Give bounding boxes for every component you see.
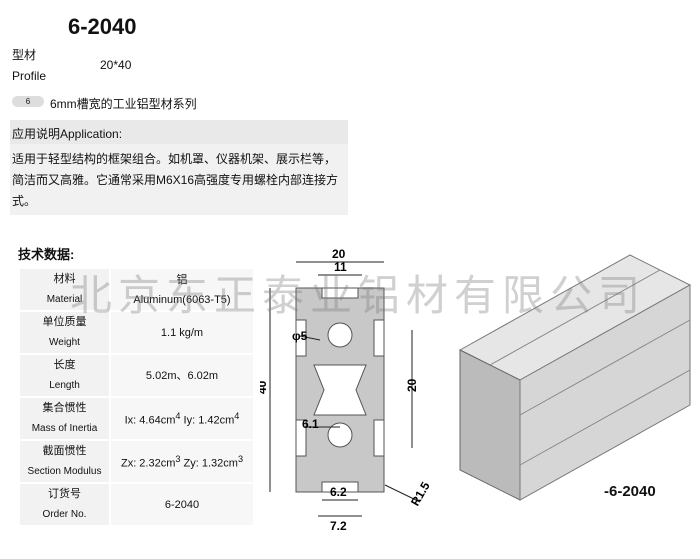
label-cn: 长度 bbox=[53, 359, 76, 371]
row-label: 长度 Length bbox=[20, 355, 109, 396]
row-value-cell: 铝 Aluminum(6063-T5) bbox=[111, 269, 253, 310]
row-value-cell: Ix: 4.64cm4 Iy: 1.42cm4 bbox=[111, 398, 253, 439]
application-heading: 应用说明Application: bbox=[12, 127, 123, 141]
tech-table: 材料 Material 铝 Aluminum(6063-T5) 单位质量 Weight 1.… bbox=[18, 267, 255, 527]
row-label: 集合惯性 Mass of Inertia bbox=[20, 398, 109, 439]
row-value: 铝 bbox=[176, 273, 188, 286]
application-body: 适用于轻型结构的框架组合。如机罩、仪器机架、展示栏等，简洁而又高雅。它通常采用M… bbox=[12, 152, 339, 208]
product-3d-image bbox=[458, 254, 692, 501]
row-value: 1.1 kg/m bbox=[160, 326, 204, 339]
row-value: Ix: 4.64cm bbox=[124, 414, 176, 427]
dim-r1-5: R1.5 bbox=[408, 479, 433, 508]
label-en: Mass of Inertia bbox=[31, 423, 98, 434]
tech-row: 订货号 Order No. 6-2040 bbox=[20, 484, 253, 525]
label-cn: 材料 bbox=[53, 273, 76, 285]
row-label: 材料 Material bbox=[20, 269, 109, 310]
superscript: 3 bbox=[175, 454, 181, 465]
label-en: Material bbox=[46, 294, 83, 305]
dim-phi5: φ5 bbox=[292, 329, 308, 343]
dim-7-2: 7.2 bbox=[330, 519, 347, 533]
application-header-bg bbox=[10, 120, 348, 144]
row-value: Zx: 2.32cm bbox=[120, 457, 176, 470]
profile-label-cn: 型材 bbox=[12, 48, 37, 62]
cross-section-drawing: 20 11 φ5 40 20 6.1 6.2 7.2 R1.5 bbox=[260, 247, 433, 533]
dim-11: 11 bbox=[334, 260, 347, 274]
row-value-2: Iy: 1.42cm bbox=[180, 414, 235, 427]
label-cn: 订货号 bbox=[48, 488, 81, 500]
label-cn: 截面惯性 bbox=[42, 445, 87, 457]
tech-row: 单位质量 Weight 1.1 kg/m bbox=[20, 312, 253, 353]
row-value: 5.02m、6.02m bbox=[145, 369, 219, 382]
superscript: 4 bbox=[234, 411, 240, 422]
row-value-2: Zy: 1.32cm bbox=[180, 457, 238, 470]
superscript: 3 bbox=[237, 454, 244, 465]
row-value-cell: 5.02m、6.02m bbox=[111, 355, 253, 396]
profile-value: 20*40 bbox=[100, 58, 132, 72]
row-value: 6-2040 bbox=[164, 498, 200, 511]
series-text: 6mm槽宽的工业铝型材系列 bbox=[50, 97, 197, 111]
tech-row: 材料 Material 铝 Aluminum(6063-T5) bbox=[20, 269, 253, 310]
row-label: 单位质量 Weight bbox=[20, 312, 109, 353]
row-value-cell: 6-2040 bbox=[111, 484, 253, 525]
label-en: Length bbox=[49, 380, 80, 391]
row-value-cell: 1.1 kg/m bbox=[111, 312, 253, 353]
row-label: 订货号 Order No. bbox=[20, 484, 109, 525]
label-cn: 单位质量 bbox=[42, 316, 87, 328]
label-en: Section Modulus bbox=[27, 466, 102, 477]
dim-6-2: 6.2 bbox=[330, 485, 347, 499]
series-badge-icon: 6 bbox=[12, 96, 44, 107]
tech-row: 长度 Length 5.02m、6.02m bbox=[20, 355, 253, 396]
dim-20: 20 bbox=[332, 247, 346, 261]
profile-label-en: Profile bbox=[12, 69, 47, 83]
label-cn: 集合惯性 bbox=[42, 402, 87, 414]
tech-heading: 技术数据: bbox=[18, 247, 75, 262]
dim-40: 40 bbox=[260, 380, 269, 394]
label-en: Weight bbox=[49, 337, 80, 348]
row-label: 截面惯性 Section Modulus bbox=[20, 441, 109, 482]
row-value-cell: Zx: 2.32cm3 Zy: 1.32cm3 bbox=[111, 441, 253, 482]
superscript: 4 bbox=[175, 411, 181, 422]
dim-20-right: 20 bbox=[405, 378, 419, 392]
product-title: 6-2040 bbox=[68, 14, 137, 39]
product-label: -6-2040 bbox=[604, 483, 656, 500]
dim-6-1: 6.1 bbox=[302, 417, 319, 431]
row-value-en: Aluminum(6063-T5) bbox=[133, 293, 231, 306]
label-en: Order No. bbox=[42, 509, 87, 520]
